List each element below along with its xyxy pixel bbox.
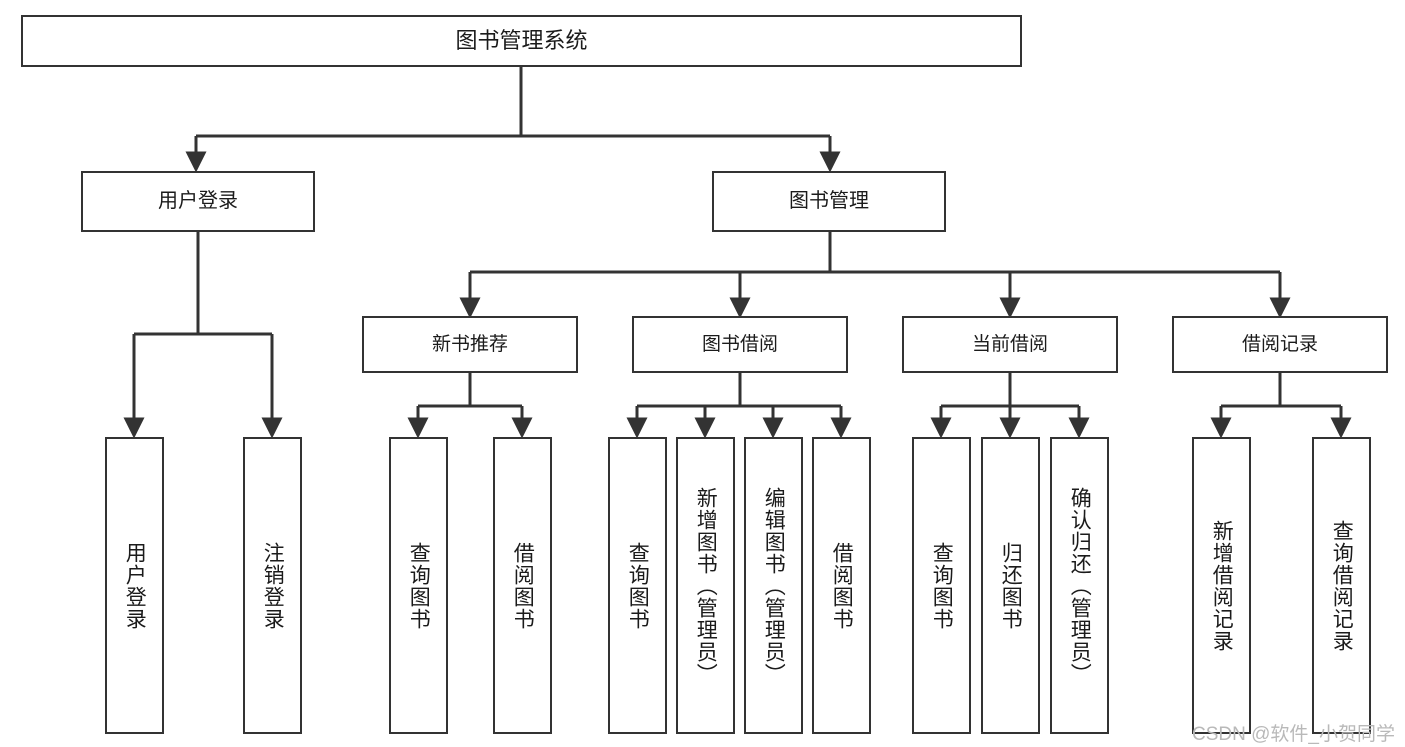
node-leaf-borrow-book-1-label: 借阅图书 (511, 541, 535, 630)
node-leaf-add-book-label: 新增图书（管理员） (694, 486, 718, 685)
node-leaf-edit-book[interactable]: 编辑图书（管理员） (744, 437, 803, 734)
node-leaf-add-book[interactable]: 新增图书（管理员） (676, 437, 735, 734)
node-leaf-add-record[interactable]: 新增借阅记录 (1192, 437, 1251, 734)
node-borrow-record-label: 借阅记录 (1241, 333, 1318, 355)
node-book-borrow-label: 图书借阅 (701, 333, 778, 355)
node-leaf-query-book-2-label: 查询图书 (626, 541, 650, 630)
node-leaf-borrow-book-2-label: 借阅图书 (830, 541, 854, 630)
node-root-label: 图书管理系统 (455, 27, 588, 53)
node-leaf-query-record[interactable]: 查询借阅记录 (1312, 437, 1371, 734)
node-leaf-add-record-label: 新增借阅记录 (1210, 519, 1234, 652)
node-leaf-borrow-book-2[interactable]: 借阅图书 (812, 437, 871, 734)
node-leaf-return-book[interactable]: 归还图书 (981, 437, 1040, 734)
node-leaf-confirm-return[interactable]: 确认归还（管理员） (1050, 437, 1109, 734)
node-root[interactable]: 图书管理系统 (21, 15, 1022, 67)
node-leaf-query-book-3[interactable]: 查询图书 (912, 437, 971, 734)
node-leaf-query-book-2[interactable]: 查询图书 (608, 437, 667, 734)
node-leaf-user-login-label: 用户登录 (123, 541, 147, 630)
node-leaf-query-book-1-label: 查询图书 (407, 541, 431, 630)
node-leaf-return-book-label: 归还图书 (999, 541, 1023, 630)
node-user-login-label: 用户登录 (158, 190, 238, 213)
node-borrow-record[interactable]: 借阅记录 (1172, 316, 1388, 373)
node-leaf-borrow-book-1[interactable]: 借阅图书 (493, 437, 552, 734)
node-new-book-recommendation-label: 新书推荐 (431, 333, 508, 355)
node-leaf-confirm-return-label: 确认归还（管理员） (1068, 486, 1092, 685)
node-current-borrow[interactable]: 当前借阅 (902, 316, 1118, 373)
node-user-login[interactable]: 用户登录 (81, 171, 315, 232)
node-book-manage-label: 图书管理 (789, 190, 869, 213)
node-book-manage[interactable]: 图书管理 (712, 171, 946, 232)
node-leaf-logout[interactable]: 注销登录 (243, 437, 302, 734)
node-new-book-recommendation[interactable]: 新书推荐 (362, 316, 578, 373)
node-leaf-query-book-3-label: 查询图书 (930, 541, 954, 630)
node-leaf-logout-label: 注销登录 (261, 541, 285, 630)
node-leaf-user-login[interactable]: 用户登录 (105, 437, 164, 734)
node-current-borrow-label: 当前借阅 (971, 333, 1048, 355)
node-leaf-edit-book-label: 编辑图书（管理员） (762, 486, 786, 685)
node-leaf-query-book-1[interactable]: 查询图书 (389, 437, 448, 734)
node-book-borrow[interactable]: 图书借阅 (632, 316, 848, 373)
node-leaf-query-record-label: 查询借阅记录 (1330, 519, 1354, 652)
watermark: CSDN @软件_小贺同学 (1192, 724, 1395, 745)
